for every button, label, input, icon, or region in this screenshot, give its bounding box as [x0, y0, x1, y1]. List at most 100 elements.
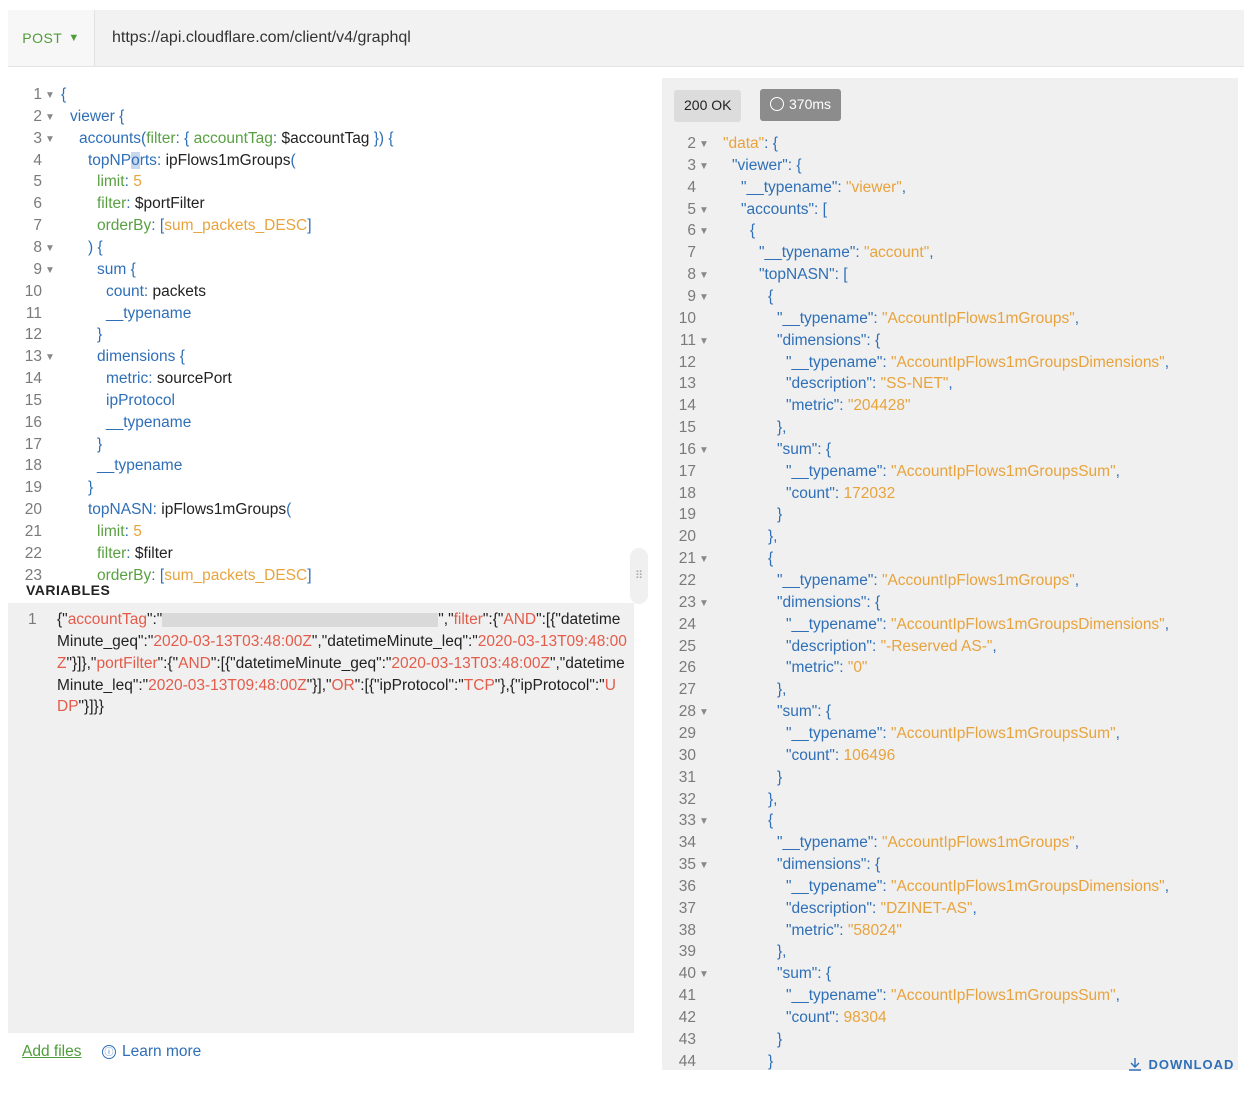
code-text: "description": "DZINET-AS", — [786, 898, 977, 920]
code-line: 2▼viewer { — [8, 106, 648, 128]
http-method-select[interactable]: POST ▼ — [8, 10, 95, 66]
line-number: 2 — [687, 135, 696, 152]
fold-arrow-icon[interactable]: ▼ — [699, 160, 709, 172]
code-token: } — [97, 326, 103, 344]
code-text: }, — [777, 417, 786, 439]
code-token: "description": — [786, 637, 881, 655]
line-number: 34 — [678, 834, 696, 852]
fold-arrow-icon[interactable]: ▼ — [699, 270, 709, 282]
code-token: "__typename": — [786, 615, 891, 633]
code-token: "AccountIpFlows1mGroupsDimensions" — [890, 877, 1165, 895]
fold-arrow-icon[interactable]: ▼ — [699, 204, 709, 216]
fold-arrow-icon[interactable]: ▼ — [699, 444, 709, 456]
code-line: 9▼{ — [662, 286, 1238, 308]
code-token: "__typename": — [777, 309, 882, 327]
fold-arrow-icon[interactable]: ▼ — [699, 554, 709, 566]
code-token: ipProtocol — [106, 391, 175, 409]
url-input[interactable]: https://api.cloudflare.com/client/v4/gra… — [112, 29, 411, 46]
fold-arrow-icon[interactable]: ▼ — [45, 242, 55, 254]
code-text: count: packets — [106, 281, 206, 303]
code-text: sum { — [97, 259, 136, 281]
code-text: filter: $portFilter — [97, 193, 205, 215]
download-button[interactable]: DOWNLOAD — [1110, 1032, 1234, 1098]
code-token: , — [992, 637, 997, 655]
code-token: ":{" — [157, 654, 179, 672]
code-token: limit — [97, 523, 125, 540]
code-token: "__typename": — [777, 572, 882, 589]
code-text: }, — [777, 679, 786, 701]
code-token: ","datetimeMinute_leq":" — [311, 632, 478, 650]
code-text: "dimensions": { — [777, 854, 880, 876]
fold-arrow-icon[interactable]: ▼ — [699, 597, 709, 609]
resize-handle[interactable]: ⠿ — [630, 548, 648, 604]
code-token: { — [175, 348, 185, 366]
line-number: 12 — [24, 326, 42, 344]
code-token: "dimensions": { — [777, 593, 881, 611]
line-number: 38 — [678, 921, 696, 939]
code-token: count — [106, 282, 144, 300]
fold-arrow-icon[interactable]: ▼ — [45, 90, 55, 101]
code-token: ) { — [88, 238, 103, 256]
code-token: dimensions — [97, 348, 176, 366]
duration-label: 370ms — [789, 96, 832, 112]
code-token: , — [929, 244, 934, 262]
code-token: { — [750, 222, 756, 240]
fold-arrow-icon[interactable]: ▼ — [699, 707, 709, 719]
line-number: 20 — [24, 501, 42, 519]
code-token: "AccountIpFlows1mGroupsSum" — [890, 462, 1116, 480]
variables-editor[interactable]: 1 {"accountTag":"","filter":{"AND":[{"da… — [8, 603, 634, 1033]
code-token: viewer — [70, 107, 115, 125]
fold-arrow-icon[interactable]: ▼ — [699, 291, 709, 303]
code-token: "viewer" — [845, 178, 902, 196]
code-token: $accountTag — [281, 129, 370, 147]
fold-arrow-icon[interactable]: ▼ — [45, 264, 55, 276]
code-token: , — [1115, 462, 1120, 480]
code-line: 32}, — [662, 789, 1238, 811]
code-text: ipProtocol — [106, 390, 175, 412]
code-token: : — [272, 129, 282, 147]
fold-arrow-icon[interactable]: ▼ — [699, 226, 709, 238]
code-token: topNASN — [88, 501, 153, 519]
add-files-link[interactable]: Add files — [22, 1043, 82, 1060]
fold-arrow-icon[interactable]: ▼ — [45, 111, 55, 123]
code-line: 41"__typename": "AccountIpFlows1mGroupsS… — [662, 985, 1238, 1007]
code-token: "__typename": — [777, 834, 882, 852]
code-text: } — [777, 767, 782, 789]
code-token: "count": — [786, 1009, 844, 1026]
fold-arrow-icon[interactable]: ▼ — [699, 860, 709, 872]
code-text: limit: 5 — [97, 171, 142, 193]
code-token: ":{" — [482, 611, 504, 628]
fold-arrow-icon[interactable]: ▼ — [699, 335, 709, 347]
code-token: "metric": — [786, 659, 848, 677]
line-number: 13 — [678, 375, 696, 393]
query-editor[interactable]: 1▼{2▼viewer {3▼accounts(filter: { accoun… — [8, 82, 648, 584]
line-number: 27 — [678, 681, 696, 699]
code-text: topNPorts: ipFlows1mGroups( — [88, 150, 296, 172]
code-text: "description": "-Reserved AS-", — [786, 636, 997, 658]
code-token: 2020-03-13T09:48:00Z — [57, 632, 627, 672]
fold-arrow-icon[interactable]: ▼ — [699, 969, 709, 981]
code-line: 14"metric": "204428" — [662, 395, 1238, 417]
code-line: 8▼"topNASN": [ — [662, 264, 1238, 286]
code-token: } — [777, 506, 783, 524]
code-token: 106496 — [843, 746, 896, 764]
fold-arrow-icon[interactable]: ▼ — [699, 816, 709, 828]
code-text: "__typename": "AccountIpFlows1mGroups", — [777, 308, 1079, 330]
line-number: 10 — [24, 282, 42, 300]
code-text: } — [88, 477, 93, 499]
code-token: }) { — [369, 129, 394, 147]
code-token: }, — [777, 943, 787, 961]
code-token: ( — [286, 501, 292, 519]
code-token: __typename — [106, 413, 192, 431]
fold-arrow-icon[interactable]: ▼ — [45, 133, 55, 145]
code-token: ipFlows1mGroups — [161, 501, 287, 519]
fold-arrow-icon[interactable]: ▼ — [699, 139, 709, 150]
line-number: 16 — [24, 413, 42, 431]
code-line: 30"count": 106496 — [662, 745, 1238, 767]
fold-arrow-icon[interactable]: ▼ — [45, 352, 55, 364]
line-number: 20 — [678, 528, 696, 546]
